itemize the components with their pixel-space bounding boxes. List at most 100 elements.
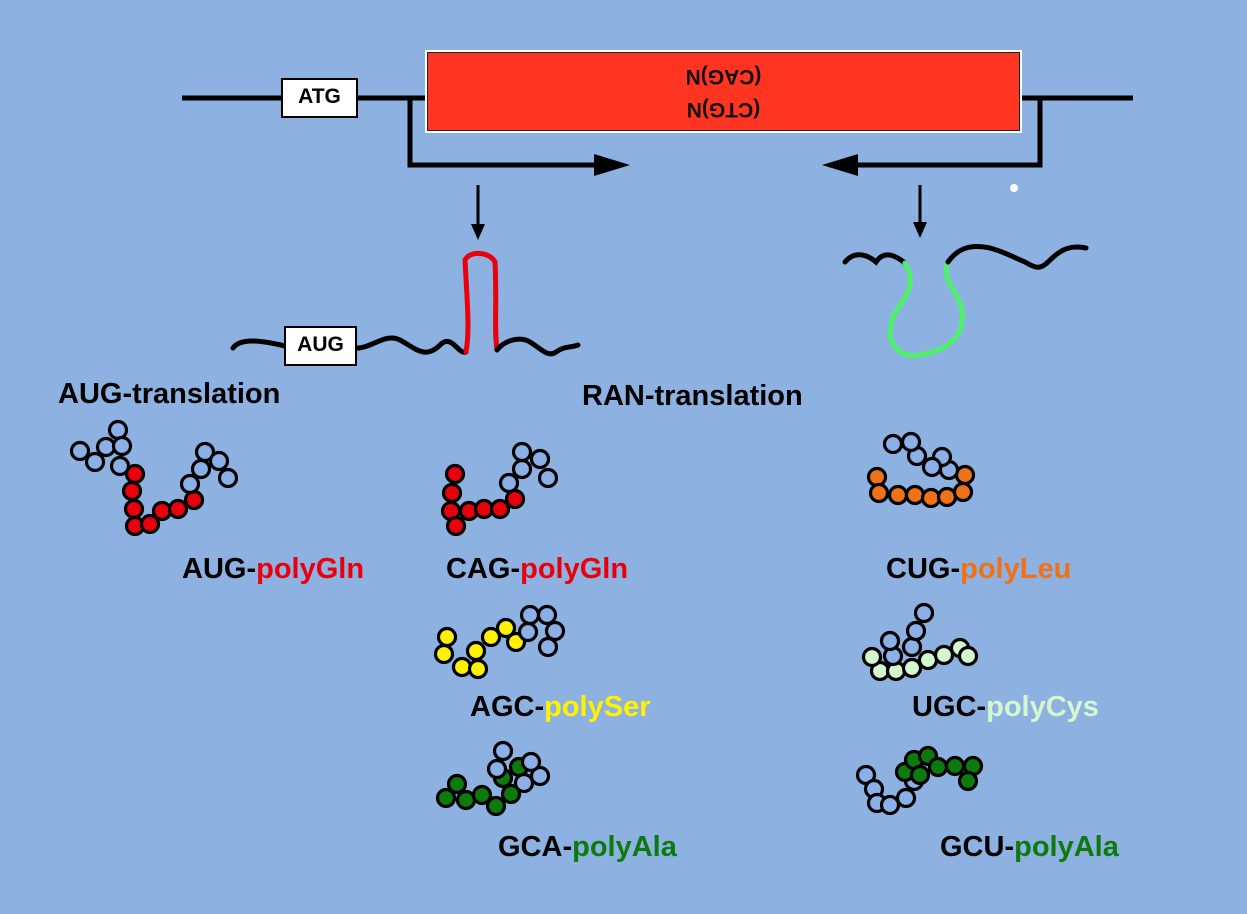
- amino-acid-bead: [445, 515, 467, 537]
- amino-acid-bead: [901, 636, 923, 658]
- amino-acid-bead: [84, 451, 106, 473]
- amino-acid-bead: [511, 458, 533, 480]
- chain-ugc-polycys: [861, 602, 979, 682]
- amino-acid-bead: [513, 772, 535, 794]
- chain-gcu-polyala: [855, 745, 984, 816]
- amino-acid-bead: [957, 770, 979, 792]
- poly: polyAla: [572, 831, 677, 863]
- sense-mrna-middle: [351, 335, 469, 355]
- amino-acid-bead: [519, 604, 541, 626]
- poly: polyAla: [1014, 831, 1119, 863]
- atg-box: ATG: [281, 78, 358, 118]
- codon: AGC-: [470, 691, 545, 723]
- ran-translation-heading: RAN-translation: [582, 380, 803, 412]
- amino-acid-bead: [517, 621, 539, 643]
- amino-acid-bead: [217, 467, 239, 489]
- amino-acid-bead: [441, 482, 463, 504]
- amino-acid-bead: [486, 758, 508, 780]
- amino-acid-bead: [529, 448, 551, 470]
- amino-acid-bead: [151, 500, 173, 522]
- amino-acid-bead: [511, 441, 533, 463]
- repeat-sense-label: (CAG)N: [685, 65, 762, 88]
- product-label-agc-polyser: AGC-polySer: [470, 693, 650, 722]
- amino-acid-bead: [69, 440, 91, 462]
- poly: polyLeu: [960, 553, 1072, 585]
- chain-aug-polygln: [69, 419, 239, 537]
- amino-acid-bead: [921, 456, 943, 478]
- amino-acid-bead: [909, 764, 931, 786]
- antisense-arrowhead: [822, 154, 858, 176]
- codon: UGC-: [912, 691, 987, 723]
- product-label-gca-polyala: GCA-polyAla: [498, 833, 677, 862]
- amino-acid-bead: [123, 498, 145, 520]
- amino-acid-bead: [111, 435, 133, 457]
- aug-translation-heading: AUG-translation: [58, 378, 281, 410]
- repeat-antisense-label: (CTG)N: [686, 98, 761, 121]
- amino-acid-bead: [952, 481, 974, 503]
- antisense-mrna-left: [842, 252, 908, 266]
- sense-hairpin: [462, 251, 500, 355]
- amino-acid-bead: [868, 482, 890, 504]
- amino-acid-bead: [435, 787, 457, 809]
- sense-arrowhead: [594, 154, 630, 176]
- codon: CAG-: [446, 553, 521, 585]
- amino-acid-bead: [500, 783, 522, 805]
- product-label-ugc-polycys: UGC-polyCys: [912, 693, 1099, 722]
- codon: GCU-: [940, 831, 1015, 863]
- amino-acid-bead: [895, 787, 917, 809]
- codon: CUG-: [886, 553, 961, 585]
- amino-acid-bead: [537, 636, 559, 658]
- poly: polyCys: [986, 691, 1099, 723]
- amino-acid-bead: [879, 630, 901, 652]
- amino-acid-bead: [498, 472, 520, 494]
- amino-acid-bead: [139, 513, 161, 535]
- poly: polyGln: [256, 553, 365, 585]
- amino-acid-bead: [520, 751, 542, 773]
- amino-acid-bead: [471, 784, 493, 806]
- amino-acid-bead: [489, 498, 511, 520]
- amino-acid-bead: [537, 467, 559, 489]
- amino-acid-bead: [933, 644, 955, 666]
- amino-acid-bead: [179, 473, 201, 495]
- amino-acid-bead: [167, 498, 189, 520]
- codon: AUG-: [182, 553, 257, 585]
- product-label-gcu-polyala: GCU-polyAla: [940, 833, 1119, 862]
- amino-acid-bead: [529, 765, 551, 787]
- antisense-transcription-arrow: [840, 100, 1043, 168]
- amino-acid-bead: [467, 658, 489, 680]
- amino-acid-bead: [866, 466, 888, 488]
- chain-gca-polyala: [435, 740, 551, 817]
- amino-acid-bead: [436, 626, 458, 648]
- antisense-loop: [887, 259, 965, 359]
- amino-acid-bead: [901, 657, 923, 679]
- sense-mrna-left: [230, 338, 288, 351]
- amino-acid-bead: [208, 450, 230, 472]
- chain-cag-polygln: [440, 441, 559, 537]
- codon: GCA-: [498, 831, 573, 863]
- amino-acid-bead: [544, 620, 566, 642]
- amino-acid-bead: [905, 620, 927, 642]
- amino-acid-bead: [194, 441, 216, 463]
- amino-acid-bead: [465, 640, 487, 662]
- amino-acid-bead: [882, 433, 904, 455]
- amino-acid-bead: [451, 656, 473, 678]
- speck: [1010, 184, 1018, 192]
- repeat-region-box: (CAG)N (CTG)N: [425, 50, 1022, 133]
- poly: polySer: [544, 691, 651, 723]
- amino-acid-bead: [190, 458, 212, 480]
- amino-acid-bead: [927, 756, 949, 778]
- product-label-cug-polyleu: CUG-polyLeu: [886, 555, 1071, 584]
- amino-acid-bead: [107, 419, 129, 441]
- amino-acid-bead: [183, 489, 205, 511]
- amino-acid-bead: [887, 484, 909, 506]
- amino-acid-bead: [861, 646, 883, 668]
- amino-acid-bead: [124, 463, 146, 485]
- amino-acid-bead: [944, 755, 966, 777]
- peptide-chains: [69, 419, 984, 817]
- amino-acid-bead: [900, 431, 922, 453]
- amino-acid-bead: [121, 480, 143, 502]
- down-arrow-antisense-head: [913, 222, 927, 238]
- antisense-mrna-right: [945, 244, 1089, 270]
- amino-acid-bead: [480, 626, 502, 648]
